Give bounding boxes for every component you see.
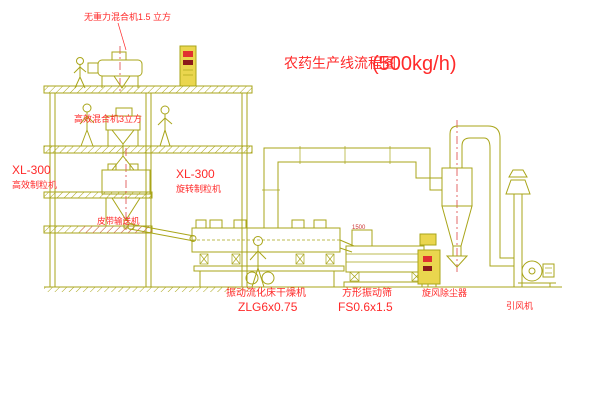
worker-figure-mid-left — [79, 103, 95, 147]
induced-draft-fan — [518, 260, 556, 287]
vibration-motor — [261, 271, 275, 285]
high-efficiency-mixer — [105, 107, 141, 146]
control-cabinet-top — [179, 45, 197, 87]
stack-cap — [508, 169, 528, 178]
vibration-motor — [245, 271, 259, 285]
label-screen-dim: 1500 — [352, 225, 366, 231]
exhaust-stack — [505, 169, 531, 287]
worker-figure-mid-right — [157, 105, 173, 147]
label-dryer: 振动流化床干燥机 — [226, 286, 306, 299]
cyclone-separator — [441, 120, 473, 272]
gravity-mixer — [87, 46, 143, 92]
labels: 农药生产线流程图 (500kg/h) 无重力混合机1.5 立方 高效混合机3立方… — [12, 11, 533, 314]
rotary-granulator — [101, 144, 151, 230]
dryer-springs — [199, 253, 335, 265]
label-belt-conveyor: 皮带输送机 — [97, 216, 140, 226]
label-left-granulator: 高效制粒机 — [12, 179, 57, 190]
control-cabinet-bottom — [417, 233, 441, 287]
cabinet-indicator-dark — [183, 60, 193, 65]
label-fan: 引风机 — [506, 300, 533, 311]
screen-feed-drum — [351, 229, 373, 247]
label-right-granulator-model: XL-300 — [176, 167, 215, 181]
label-right-granulator: 旋转制粒机 — [176, 183, 221, 194]
exhaust-duct — [262, 146, 442, 228]
cabinet-indicator-dark — [423, 266, 432, 271]
belt-conveyor — [127, 223, 197, 242]
ground — [44, 286, 562, 292]
label-left-granulator-model: XL-300 — [12, 163, 51, 177]
rotary-valve — [445, 255, 469, 268]
label-gravity-mixer: 无重力混合机1.5 立方 — [84, 11, 171, 22]
granulator-platform-hatch — [80, 226, 152, 233]
page-title: 农药生产线流程图 — [284, 55, 396, 71]
label-high-eff-mixer: 高效混合机3立方 — [74, 113, 142, 124]
label-dryer-model: ZLG6x0.75 — [238, 300, 298, 314]
screen-body — [345, 245, 425, 273]
label-leader-line — [117, 22, 127, 51]
page-title-capacity: (500kg/h) — [372, 53, 457, 75]
structure-frame — [43, 85, 253, 288]
worker-figure-top — [73, 57, 87, 89]
label-cyclone: 旋风除尘器 — [422, 287, 467, 298]
cabinet-indicator-red — [183, 51, 193, 57]
label-screen: 方形振动筛 — [342, 286, 392, 299]
fluid-bed-dryer — [191, 219, 345, 287]
label-screen-model: FS0.6x1.5 — [338, 300, 393, 314]
cabinet-indicator-red — [423, 256, 432, 262]
fan-loop-duct — [449, 125, 514, 267]
